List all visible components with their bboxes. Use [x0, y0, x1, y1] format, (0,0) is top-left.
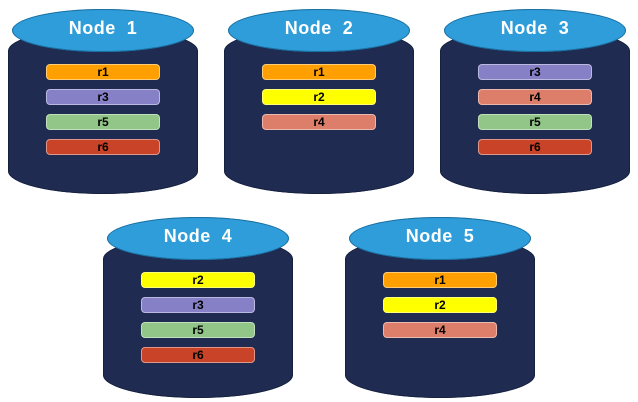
- cylinder-top-ellipse: [12, 9, 194, 52]
- cylinder-top-ellipse: [349, 217, 531, 260]
- replica-bar-r6: r6: [141, 347, 255, 363]
- replica-bar-list: r1 r2 r4: [262, 64, 376, 130]
- replica-bar-r3: r3: [141, 297, 255, 313]
- replica-bar-r6: r6: [46, 139, 160, 155]
- cylinder-top-ellipse: [444, 9, 626, 52]
- cylinder-body: [440, 28, 630, 194]
- db-cylinder-node-2: Node 2 r1 r2 r4: [224, 6, 414, 194]
- db-cylinder-node-1: Node 1 r1 r3 r5 r6: [8, 6, 198, 194]
- replica-bar-r4: r4: [478, 89, 592, 105]
- node-title: Node 5: [405, 226, 475, 246]
- replica-bar-r3: r3: [478, 64, 592, 80]
- replica-bar-r2: r2: [141, 272, 255, 288]
- replica-bar-list: r1 r3 r5 r6: [46, 64, 160, 155]
- replica-bar-r1: r1: [262, 64, 376, 80]
- node-title: Node 3: [500, 18, 570, 38]
- replica-bar-r2: r2: [262, 89, 376, 105]
- replica-bar-r4: r4: [262, 114, 376, 130]
- db-cylinder-node-4: Node 4 r2 r3 r5 r6: [103, 214, 293, 398]
- db-cylinder-node-3: Node 3 r3 r4 r5 r6: [440, 6, 630, 194]
- replica-bar-list: r3 r4 r5 r6: [478, 64, 592, 155]
- node-title: Node 4: [163, 226, 233, 246]
- cylinder-body: [345, 236, 535, 398]
- replica-bar-r4: r4: [383, 322, 497, 338]
- replica-bar-r5: r5: [46, 114, 160, 130]
- db-cylinder-node-5: Node 5 r1 r2 r4: [345, 214, 535, 398]
- node-row-top: Node 1 r1 r3 r5 r6 Node 2 r1 r2 r4 Node 3 r3 r4 r5 r6: [0, 0, 638, 194]
- cylinder-top-ellipse: [107, 217, 289, 260]
- replica-bar-r5: r5: [141, 322, 255, 338]
- node-title: Node 2: [284, 18, 354, 38]
- replica-bar-list: r1 r2 r4: [383, 272, 497, 338]
- cylinder-body: [103, 236, 293, 398]
- cylinder-body: [224, 28, 414, 194]
- replica-bar-r6: r6: [478, 139, 592, 155]
- cylinder-body: [8, 28, 198, 194]
- replica-bar-list: r2 r3 r5 r6: [141, 272, 255, 363]
- replica-bar-r2: r2: [383, 297, 497, 313]
- replica-bar-r3: r3: [46, 89, 160, 105]
- node-row-bottom: Node 4 r2 r3 r5 r6 Node 5 r1 r2 r4: [0, 214, 638, 398]
- node-title: Node 1: [68, 18, 138, 38]
- cylinder-top-ellipse: [228, 9, 410, 52]
- replica-bar-r5: r5: [478, 114, 592, 130]
- replica-bar-r1: r1: [383, 272, 497, 288]
- replica-bar-r1: r1: [46, 64, 160, 80]
